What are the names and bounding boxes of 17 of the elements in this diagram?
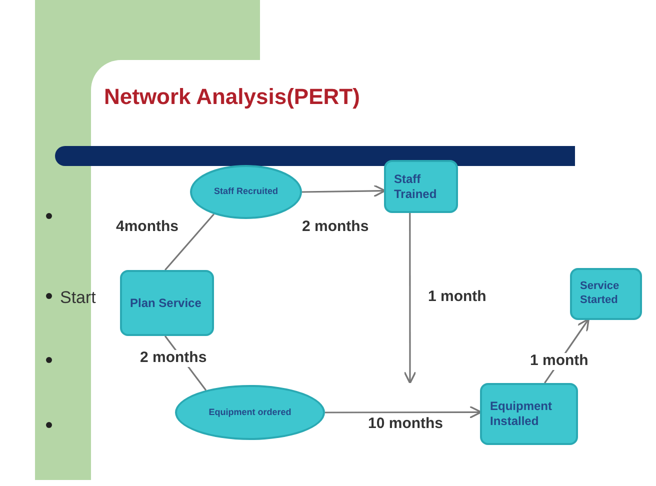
arrow [302, 184, 386, 198]
activity-box [120, 270, 214, 336]
arrow [404, 213, 416, 384]
title: Network Analysis(PERT) [104, 84, 360, 110]
node-label: Service Started [580, 280, 620, 308]
node-label: Staff Recruited [214, 186, 278, 198]
arrow [325, 406, 482, 419]
edge-label: 1 month [528, 353, 590, 370]
activity-box [570, 268, 642, 320]
node-label: Staff Trained [394, 172, 438, 202]
node-label: Equipment Installed [490, 399, 553, 429]
start-label: Start [60, 288, 96, 308]
activity-box [384, 160, 458, 213]
node-label: Equipment ordered [208, 406, 292, 418]
edge-label: 2 months [138, 350, 209, 366]
activity-box [480, 383, 578, 445]
node-label: Plan Service [130, 296, 202, 310]
